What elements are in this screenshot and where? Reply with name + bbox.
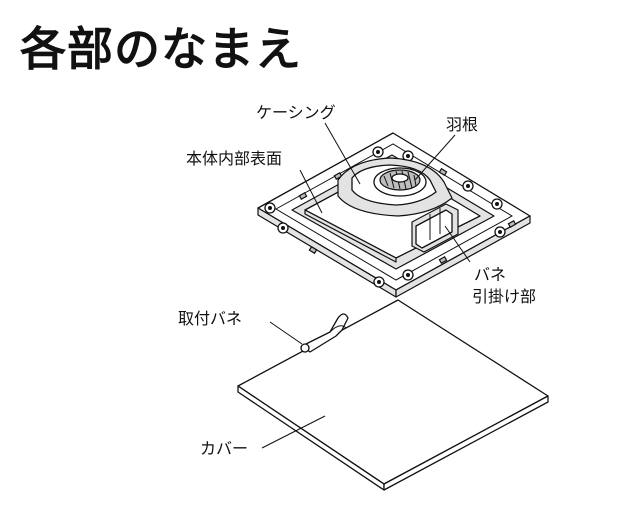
fan-impeller <box>373 167 427 197</box>
label-spring-hook-line2: 引掛け部 <box>472 287 537 306</box>
label-body-inner-surface: 本体内部表面 <box>186 149 283 168</box>
page-title: 各部のなまえ <box>20 22 302 76</box>
label-mount-spring: 取付バネ <box>178 309 243 328</box>
label-cover: カバー <box>200 439 249 458</box>
mount-spring <box>300 313 349 353</box>
label-spring-hook-line1: バネ <box>474 265 507 284</box>
flange-screw-holes <box>264 146 506 288</box>
spring-hook-bracket <box>411 203 459 253</box>
label-casing: ケーシング <box>256 103 336 122</box>
leader-lines <box>261 122 471 449</box>
flange-tabs <box>298 167 517 265</box>
label-fan: 羽根 <box>446 115 479 134</box>
cover-plate <box>237 299 549 491</box>
